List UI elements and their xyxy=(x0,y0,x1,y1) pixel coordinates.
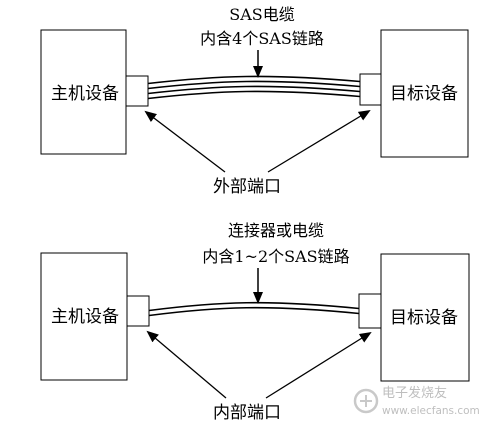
top-port-arrow-right xyxy=(267,109,371,173)
watermark: 电子发烧友 www.elecfans.com xyxy=(353,385,480,417)
sas-link-line xyxy=(148,306,360,317)
sas-link-line xyxy=(147,80,361,90)
top-target-port xyxy=(359,73,382,106)
top-cable-label-line2: 内含4个SAS链路 xyxy=(200,29,324,48)
watermark-logo-icon xyxy=(353,388,379,414)
bottom-diagram: 连接器或电缆 内含1~2个SAS链路 主机设备 目标设备 内部端口 xyxy=(40,221,470,423)
watermark-line1: 电子发烧友 xyxy=(382,385,447,401)
bottom-target-device-label: 目标设备 xyxy=(390,308,458,328)
bottom-target-port xyxy=(358,293,382,329)
bottom-port-arrow-left xyxy=(146,330,227,399)
top-host-port xyxy=(125,75,149,107)
bottom-port-arrow-right xyxy=(265,331,372,399)
top-diagram: SAS电缆 内含4个SAS链路 主机设备 目标设备 外部端口 xyxy=(40,5,469,197)
bottom-port-label: 内部端口 xyxy=(213,403,281,423)
top-target-device-label: 目标设备 xyxy=(390,84,458,104)
top-target-device-box xyxy=(380,29,469,158)
sas-link-line xyxy=(147,85,361,95)
bottom-cable-label-line1: 连接器或电缆 xyxy=(228,221,324,240)
bottom-cable-label-line2: 内含1~2个SAS链路 xyxy=(202,247,349,266)
bottom-sas-links xyxy=(148,301,360,317)
top-sas-links xyxy=(147,75,361,100)
top-port-label: 外部端口 xyxy=(213,177,281,197)
watermark-line2: www.elecfans.com xyxy=(382,405,480,417)
sas-link-line xyxy=(148,301,360,312)
top-host-device-box xyxy=(40,29,127,155)
sas-link-line xyxy=(147,75,361,85)
top-cable-label-line1: SAS电缆 xyxy=(229,5,294,24)
sas-link-line xyxy=(147,90,361,100)
bottom-host-port xyxy=(126,295,150,327)
top-host-device-label: 主机设备 xyxy=(51,84,119,104)
bottom-host-device-label: 主机设备 xyxy=(51,307,119,327)
top-port-arrow-left xyxy=(144,110,226,173)
bottom-target-device-box xyxy=(380,253,470,382)
